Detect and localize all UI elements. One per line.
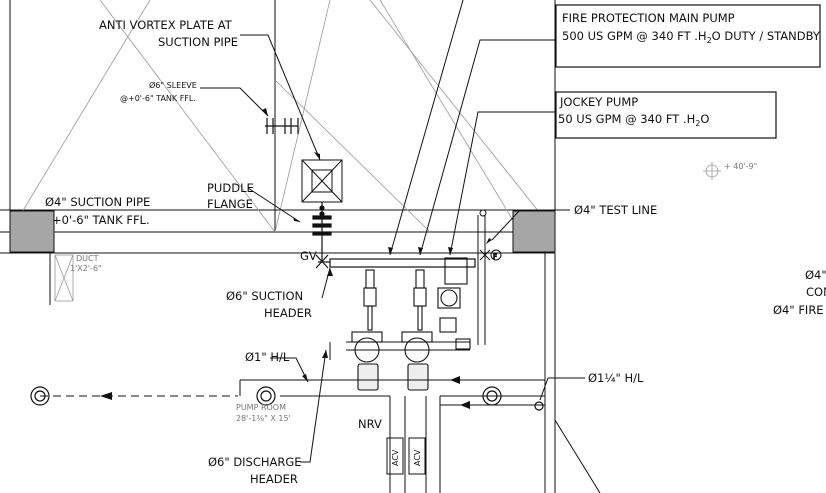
sleeve-label-2: @+0'-6" TANK FFL. [120, 94, 196, 103]
acv-label-1: ACV [391, 449, 400, 466]
pump-room-walls [49, 253, 556, 493]
suction-header [315, 254, 476, 269]
jockey-pump-box [555, 91, 777, 139]
anti-vortex-label-2: SUCTION PIPE [158, 35, 238, 49]
jockey-pump [437, 257, 471, 350]
anti-vortex-plate [301, 159, 343, 203]
leader-arrowheads [262, 108, 492, 382]
acv-valve-1 [386, 437, 404, 475]
wall-column-right [512, 210, 556, 253]
jockey-pump-spec: 50 US GPM @ 340 FT .H2O [558, 112, 709, 128]
puddle-flange [312, 202, 332, 262]
right-label-3: Ø4" FIRE [773, 303, 824, 317]
elevation-marker [703, 162, 721, 180]
wall-column-left [9, 210, 55, 253]
puddle-flange-label-2: FLANGE [207, 197, 253, 211]
pump-assembly-2 [401, 269, 433, 391]
pump-room-size: 28'-1⅜" X 15' [236, 414, 291, 423]
anti-vortex-label-1: ANTI VORTEX PLATE AT [99, 18, 233, 32]
pump-room-label: PUMP ROOM [236, 403, 286, 412]
hl-label-2: Ø1¼" H/L [588, 371, 644, 385]
main-pump-spec: 500 US GPM @ 340 FT .H2O DUTY / STANDBY [562, 29, 821, 45]
sleeve-label-1: Ø6" SLEEVE [149, 80, 197, 90]
suction-pipe-label-1: Ø4" SUCTION PIPE [45, 195, 150, 209]
pump-connecting-pipes [329, 209, 487, 360]
duct [54, 254, 74, 302]
hl-label-1: Ø1" H/L [245, 350, 290, 364]
right-label-1: Ø4" [805, 268, 826, 282]
main-pump-title: FIRE PROTECTION MAIN PUMP [562, 11, 735, 25]
discharge-header-label-1: Ø6" DISCHARGE [208, 455, 302, 469]
gv-label: GV [300, 249, 317, 263]
sleeve-fitting [265, 118, 299, 134]
suction-header-label-2: HEADER [264, 306, 312, 320]
nrv-label: NRV [358, 417, 382, 431]
elevation-label: + 40'-9" [724, 162, 757, 171]
duct-size: 1'X2'-6" [70, 264, 102, 273]
drain-arrow [100, 392, 112, 400]
floor-drains [30, 386, 544, 411]
acv-valve-2 [408, 437, 426, 475]
tank-outline [0, 0, 556, 254]
acv-label-2: ACV [413, 449, 422, 466]
main-pump-box [555, 4, 821, 68]
flow-arrows [450, 376, 470, 409]
puddle-flange-label-1: PUDDLE [207, 181, 254, 195]
horizontal-pipes [239, 379, 545, 493]
leader-lines [200, 0, 601, 493]
svg-text:F: F [493, 253, 497, 261]
jockey-pump-title: JOCKEY PUMP [559, 95, 638, 109]
duct-label: DUCT [76, 254, 99, 263]
pump-assembly-1 [351, 269, 383, 391]
discharge-header-label-2: HEADER [250, 472, 298, 486]
test-line-valve: F [479, 249, 502, 262]
suction-pipe-label-2: +0'-6" TANK FFL. [52, 213, 150, 227]
suction-header-label-1: Ø6" SUCTION [226, 289, 303, 303]
right-label-2: CON [806, 285, 826, 299]
test-line-label: Ø4" TEST LINE [574, 203, 657, 217]
